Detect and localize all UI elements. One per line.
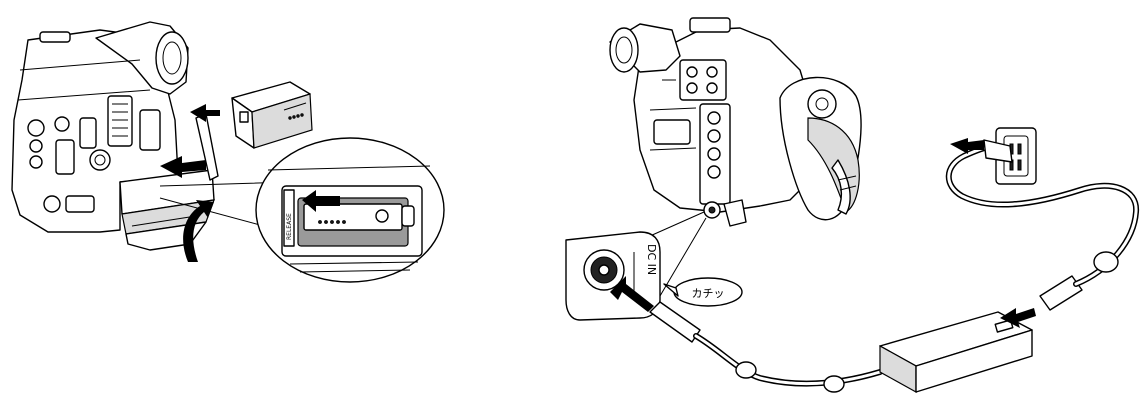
dc-callout-lines bbox=[649, 211, 707, 297]
insert-arrow-top bbox=[190, 104, 220, 122]
adapter-plug-arrow bbox=[1000, 308, 1036, 328]
close-door-arrow bbox=[183, 200, 214, 262]
plug-arrow bbox=[610, 276, 654, 312]
release-label: RELEASE bbox=[286, 213, 293, 240]
hand-grip bbox=[779, 76, 862, 221]
camera-body-left bbox=[11, 21, 189, 233]
ac-power-cord bbox=[945, 142, 1140, 311]
ac-adapter bbox=[879, 311, 1033, 394]
battery-detail-callout: RELEASE bbox=[255, 137, 445, 283]
click-sound-bubble: カチッ bbox=[663, 277, 743, 307]
dc-plug-cable bbox=[649, 301, 883, 393]
click-sound-label: カチッ bbox=[692, 287, 725, 300]
outlet-arrow bbox=[950, 138, 984, 154]
camera-body-right bbox=[609, 17, 813, 227]
battery-pack bbox=[231, 81, 313, 149]
dc-in-label: DC IN bbox=[645, 244, 658, 275]
slide-arrow bbox=[160, 156, 206, 178]
wall-outlet bbox=[983, 127, 1037, 185]
release-arrow bbox=[302, 190, 340, 212]
